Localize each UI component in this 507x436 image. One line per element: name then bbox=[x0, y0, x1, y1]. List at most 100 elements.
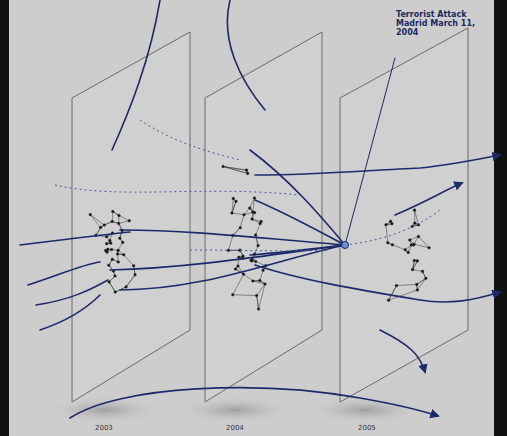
network-link bbox=[250, 260, 252, 262]
network-node bbox=[123, 254, 126, 257]
year-label: 2003 bbox=[95, 424, 113, 432]
network-link bbox=[250, 260, 252, 262]
network-node bbox=[254, 234, 257, 237]
network-link bbox=[253, 198, 255, 212]
network-link bbox=[233, 274, 244, 295]
network-node bbox=[117, 222, 120, 225]
flow-curve bbox=[110, 245, 345, 270]
network-node bbox=[412, 244, 415, 247]
network-link bbox=[244, 274, 253, 281]
year-label: 2004 bbox=[226, 424, 244, 432]
network-node bbox=[250, 259, 253, 262]
network-link bbox=[109, 282, 115, 292]
plane-shadow bbox=[45, 396, 165, 424]
flow-curve bbox=[28, 262, 100, 285]
network-link bbox=[240, 215, 244, 228]
network-node bbox=[234, 268, 237, 271]
network-link bbox=[109, 282, 115, 292]
network-node bbox=[385, 223, 388, 226]
network-link bbox=[257, 296, 259, 309]
year-label: 2005 bbox=[358, 424, 376, 432]
network-node bbox=[386, 241, 389, 244]
year-plane bbox=[205, 32, 322, 402]
flow-curve bbox=[227, 0, 265, 110]
network-link bbox=[417, 278, 426, 284]
callout-leader bbox=[345, 58, 395, 245]
network-node bbox=[119, 237, 122, 240]
network-node bbox=[257, 244, 260, 247]
network-node bbox=[414, 222, 417, 225]
event-point bbox=[342, 242, 349, 249]
network-node bbox=[105, 242, 108, 245]
network-node bbox=[125, 286, 128, 289]
network-node bbox=[231, 293, 234, 296]
network-node bbox=[105, 236, 108, 239]
network-link bbox=[124, 255, 134, 266]
network-link bbox=[228, 235, 232, 250]
network-node bbox=[421, 270, 424, 273]
network-node bbox=[407, 251, 410, 254]
network-node bbox=[257, 308, 260, 311]
network-node bbox=[239, 226, 242, 229]
network-node bbox=[108, 264, 111, 267]
network-node bbox=[413, 243, 416, 246]
flow-curve bbox=[36, 280, 108, 305]
network-node bbox=[248, 207, 251, 210]
network-link bbox=[233, 228, 240, 236]
flow-curve bbox=[255, 155, 500, 175]
network-node bbox=[391, 243, 394, 246]
network-node bbox=[411, 268, 414, 271]
network-node bbox=[111, 258, 114, 261]
network-link bbox=[396, 284, 416, 285]
network-node bbox=[103, 224, 106, 227]
network-link bbox=[223, 166, 246, 170]
network-link bbox=[232, 213, 244, 215]
network-node bbox=[259, 279, 262, 282]
network-node bbox=[235, 200, 238, 203]
network-link bbox=[119, 221, 130, 224]
flow-curve bbox=[120, 245, 345, 290]
network-node bbox=[114, 275, 117, 278]
network-node bbox=[114, 291, 117, 294]
network-link bbox=[256, 224, 260, 235]
network-node bbox=[109, 239, 112, 242]
network-link bbox=[119, 215, 129, 220]
network-link bbox=[126, 275, 135, 287]
network-node bbox=[111, 220, 114, 223]
network-node bbox=[109, 242, 112, 245]
network-node bbox=[108, 281, 111, 284]
flow-curve bbox=[255, 265, 500, 302]
network-link bbox=[257, 284, 265, 296]
network-node bbox=[389, 220, 392, 223]
network-node bbox=[259, 222, 262, 225]
network-node bbox=[253, 211, 256, 214]
dotted-flow bbox=[190, 250, 330, 252]
flow-curve bbox=[112, 0, 160, 150]
network-link bbox=[418, 236, 429, 247]
network-node bbox=[251, 218, 254, 221]
network-node bbox=[417, 235, 420, 238]
network-node bbox=[262, 269, 265, 272]
network-node bbox=[253, 197, 256, 200]
network-node bbox=[415, 283, 418, 286]
network-node bbox=[395, 284, 398, 287]
network-node bbox=[99, 226, 102, 229]
network-node bbox=[121, 241, 124, 244]
flow-curve bbox=[250, 245, 345, 255]
network-link bbox=[386, 225, 388, 243]
network-node bbox=[237, 265, 240, 268]
network-node bbox=[413, 259, 416, 262]
network-node bbox=[255, 294, 258, 297]
network-node bbox=[413, 209, 416, 212]
flow-curve bbox=[40, 295, 100, 330]
network-node bbox=[425, 277, 428, 280]
network-link bbox=[417, 278, 426, 284]
network-node bbox=[391, 222, 394, 225]
network-node bbox=[243, 213, 246, 216]
network-node bbox=[245, 169, 248, 172]
network-node bbox=[116, 253, 119, 256]
year-plane bbox=[72, 32, 190, 402]
network-node bbox=[264, 283, 267, 286]
network-node bbox=[222, 165, 225, 168]
event-callout: Terrorist Attack Madrid March 11, 2004 bbox=[396, 10, 478, 38]
